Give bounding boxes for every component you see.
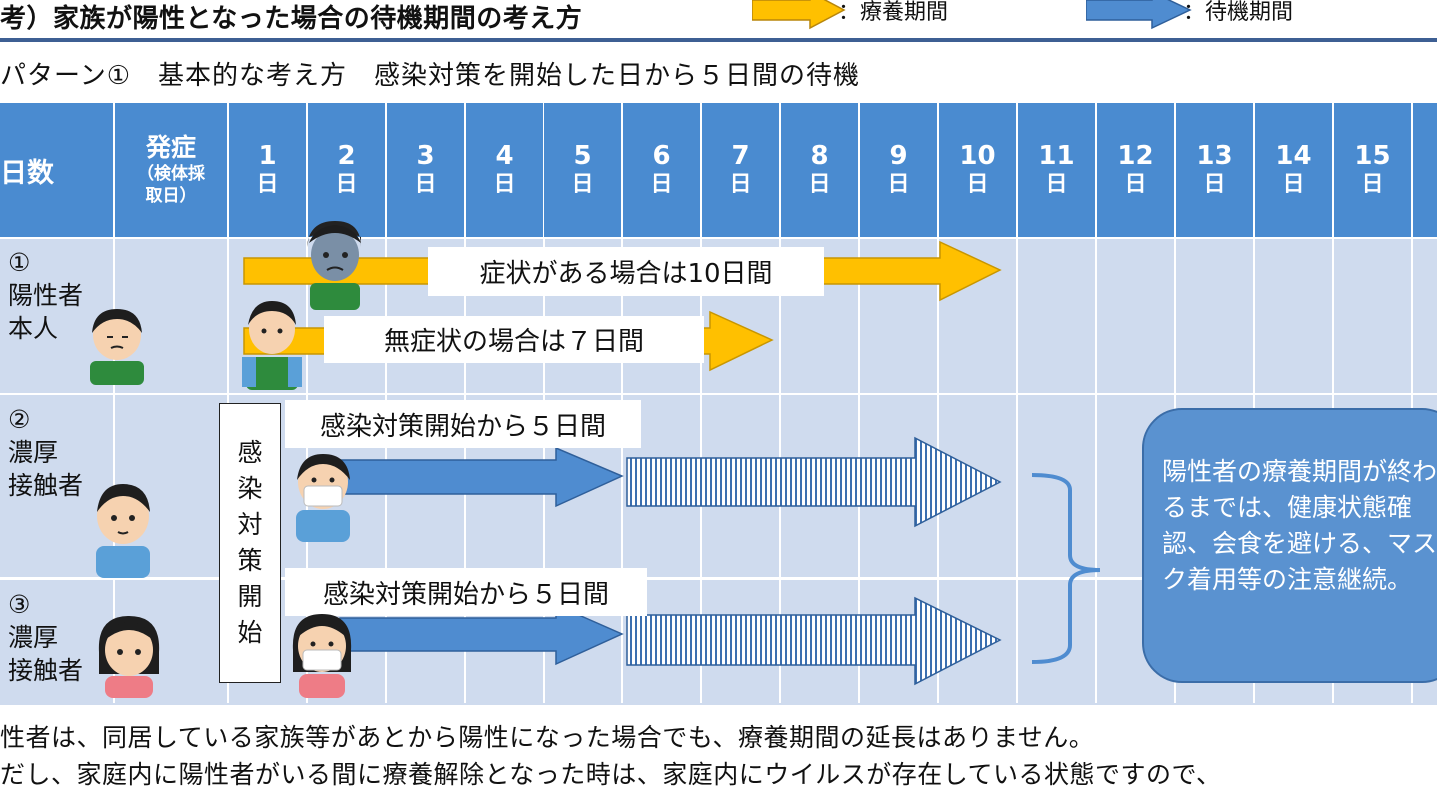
footer-line-1: 性者は、同居している家族等があとから陽性になった場合でも、療養期間の延長はありま… <box>0 723 1095 752</box>
header-onset-main: 発症 <box>145 133 196 162</box>
contact-2-masked-person-icon <box>296 454 350 542</box>
header-day-number: 8 <box>810 141 829 171</box>
yellow-legend-arrow-icon <box>752 0 846 30</box>
header-onset-cell: 発症 （検体採 取日） <box>115 103 229 237</box>
header-days-cell: 日数 <box>0 103 115 237</box>
header-day-number: 14 <box>1275 141 1312 171</box>
header-day-number: 4 <box>495 141 514 171</box>
header-tail-cell <box>1413 103 1437 237</box>
row-label-patient: ① 陽性者 本人 <box>8 248 84 343</box>
header-day-suffix: 日 <box>414 172 437 197</box>
header-day-number: 5 <box>573 141 592 171</box>
contact-3-label: 感染対策開始から５日間 <box>285 568 647 616</box>
row-label-contact-2: ② 濃厚 接触者 <box>8 405 84 500</box>
contact-2-wait-arrow <box>339 446 624 508</box>
header-day-suffix: 日 <box>966 172 989 197</box>
header-day-suffix: 日 <box>1282 172 1305 197</box>
header-day-suffix: 日 <box>887 172 910 197</box>
contact-2-person-icon <box>96 484 150 578</box>
start-box-char: 始 <box>237 618 263 647</box>
header-onset-sub1: （検体採 <box>137 164 205 184</box>
start-box-char: 染 <box>237 474 263 503</box>
row-divider <box>0 577 1437 579</box>
header-day-suffix: 日 <box>729 172 752 197</box>
title-rule <box>0 38 1437 42</box>
header-days-label: 日数 <box>0 157 54 189</box>
header-day-number: 1 <box>258 141 277 171</box>
asymptomatic-label: 無症状の場合は７日間 <box>324 316 704 363</box>
start-box-char: 策 <box>237 546 263 575</box>
start-box-char: 対 <box>237 510 263 539</box>
header-day-number: 9 <box>889 141 908 171</box>
header-day-number: 15 <box>1354 141 1391 171</box>
legend-treatment-label: ：療養期間 <box>838 0 949 25</box>
brace-icon <box>1031 473 1101 664</box>
symptomatic-label: 症状がある場合は10日間 <box>428 247 824 296</box>
page-title: 考）家族が陽性となった場合の待機期間の考え方 <box>0 4 583 34</box>
footer-line-2: だし、家庭内に陽性者がいる間に療養解除となった時は、家庭内にウイルスが存在してい… <box>0 760 1222 789</box>
asymptomatic-person-icon <box>242 301 302 390</box>
row-label-contact-3: ③ 濃厚 接触者 <box>8 590 84 685</box>
header-day-number: 13 <box>1196 141 1233 171</box>
contact-2-label: 感染対策開始から５日間 <box>285 400 641 448</box>
attention-note: 陽性者の療養期間が終わるまでは、健康状態確認、会食を避ける、マスク着用等の注意継… <box>1142 408 1437 683</box>
blue-legend-arrow-icon <box>1086 0 1192 30</box>
header-day-number: 10 <box>959 141 996 171</box>
header-day-suffix: 日 <box>571 172 594 197</box>
start-box-char: 感 <box>237 438 263 467</box>
contact-3-masked-person-icon <box>292 614 352 698</box>
header-day-number: 11 <box>1038 141 1075 171</box>
header-day-suffix: 日 <box>1045 172 1068 197</box>
contact-3-attention-arrow <box>626 596 1002 686</box>
header-day-suffix: 日 <box>808 172 831 197</box>
infection-control-start-box: 感 染 対 策 開 始 <box>219 403 281 683</box>
header-day-number: 6 <box>652 141 671 171</box>
header-day-suffix: 日 <box>256 172 279 197</box>
column-gridline <box>1095 237 1097 703</box>
header-day-number: 2 <box>337 141 356 171</box>
header-day-number: 7 <box>731 141 750 171</box>
column-gridline <box>1016 237 1018 703</box>
start-box-char: 開 <box>237 582 263 611</box>
contact-2-attention-arrow <box>626 436 1002 528</box>
header-day-suffix: 日 <box>493 172 516 197</box>
header-day-suffix: 日 <box>1124 172 1147 197</box>
header-day-suffix: 日 <box>335 172 358 197</box>
header-day-suffix: 日 <box>1361 172 1384 197</box>
contact-3-person-icon <box>98 616 160 698</box>
header-onset-sub2: 取日） <box>145 186 197 206</box>
header-day-number: 12 <box>1117 141 1154 171</box>
header-day-suffix: 日 <box>650 172 673 197</box>
column-gridline <box>621 237 623 703</box>
header-day-number: 3 <box>416 141 435 171</box>
header-day-suffix: 日 <box>1203 172 1226 197</box>
symptomatic-person-icon <box>307 221 361 310</box>
legend-waiting-label: ：待機期間 <box>1183 0 1294 25</box>
subtitle: パターン① 基本的な考え方 感染対策を開始した日から５日間の待機 <box>0 61 861 91</box>
patient-person-icon <box>90 309 144 385</box>
column-gridline <box>113 237 115 703</box>
